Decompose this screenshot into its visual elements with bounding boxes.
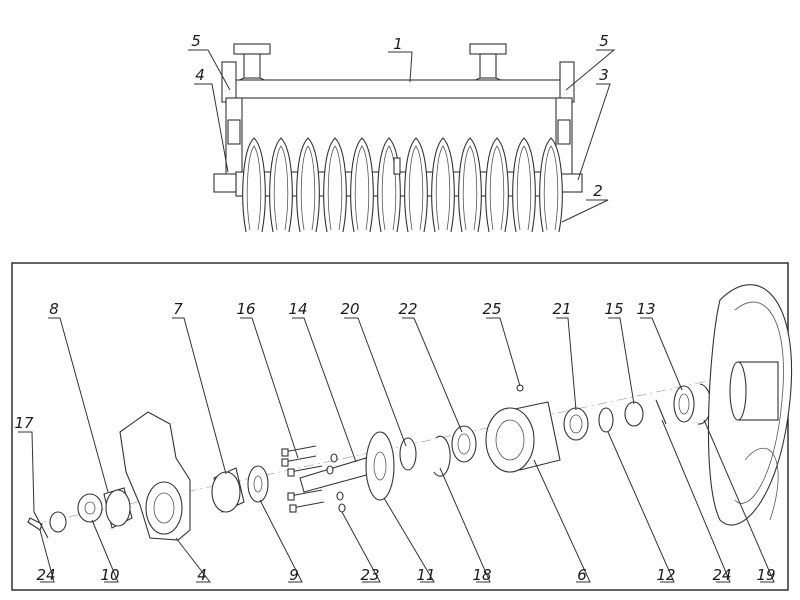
spiral-coil [242, 137, 266, 233]
spiral-coil [269, 137, 293, 233]
spiral-coil [377, 137, 401, 233]
part-13-cap [673, 385, 695, 423]
spiral-coil-inner [462, 145, 478, 231]
callout-4: 4 [195, 66, 205, 84]
callout-22: 22 [398, 300, 417, 318]
callout-18: 18 [472, 566, 491, 584]
part-7-cone-bushing [211, 467, 245, 513]
spiral-coil-inner [489, 145, 505, 231]
part-24-pin-right [655, 399, 667, 425]
part-10-washer [77, 493, 103, 523]
spiral-coil-inner [327, 145, 343, 231]
spiral-coil-inner [408, 145, 424, 231]
roller-end-coil [707, 284, 793, 526]
exploded-view: 8 7 16 14 20 22 25 21 15 13 17 24 10 4 9… [14, 284, 793, 584]
callout-3: 3 [599, 66, 609, 84]
part-4-bracket-arm [119, 411, 191, 541]
spiral-coil [458, 137, 482, 233]
callout-13: 13 [636, 300, 655, 318]
callout-8: 8 [49, 300, 59, 318]
part-8-bushing [103, 487, 133, 529]
exploded-view-frame [11, 262, 789, 591]
part-16-bolts [281, 445, 325, 513]
spiral-coil [512, 137, 536, 233]
part-castle-nut [49, 511, 67, 533]
exploded-leaders [18, 317, 775, 583]
spiral-coil-inner [543, 145, 559, 231]
side-arm-left [221, 61, 243, 189]
spiral-coil [485, 137, 509, 233]
callout-12: 12 [656, 566, 675, 584]
callout-10: 10 [100, 566, 119, 584]
callout-5-right: 5 [599, 32, 609, 50]
spiral-coil-inner [273, 145, 289, 231]
hub-left [213, 173, 237, 193]
callout-2: 2 [593, 182, 603, 200]
callout-11: 11 [416, 566, 435, 584]
part-15-castle-nut [624, 401, 644, 427]
part-22-bearing [451, 425, 477, 463]
callout-15: 15 [604, 300, 623, 318]
exploded-callouts: 8 7 16 14 20 22 25 21 15 13 17 24 10 4 9… [14, 300, 775, 584]
part-14-axle [299, 457, 371, 493]
callout-25: 25 [482, 300, 501, 318]
part-6-hub-housing [485, 401, 561, 473]
spiral-coil-inner [300, 145, 316, 231]
spiral-coil [323, 137, 347, 233]
callout-1: 1 [393, 35, 403, 53]
spiral-coil [296, 137, 320, 233]
callout-16: 16 [236, 300, 255, 318]
callout-24-left: 24 [36, 566, 55, 584]
spiral-coil [539, 137, 563, 233]
callout-19: 19 [756, 566, 775, 584]
part-21-bearing [563, 407, 589, 441]
spiral-coil-inner [381, 145, 397, 231]
spiral-roller [242, 137, 563, 233]
spiral-coil [431, 137, 455, 233]
spiral-coil-inner [435, 145, 451, 231]
part-9-washer [247, 465, 269, 503]
spiral-coil [350, 137, 374, 233]
callout-23: 23 [360, 566, 379, 584]
callout-9: 9 [289, 566, 299, 584]
part-11-flange [365, 431, 395, 501]
callout-4-exploded: 4 [197, 566, 207, 584]
frame-beam [227, 79, 573, 99]
spiral-coil-inner [516, 145, 532, 231]
part-18-circlip [433, 435, 451, 477]
callout-7: 7 [173, 300, 183, 318]
part-24-pin [33, 511, 49, 539]
part-12-washer [598, 407, 614, 433]
callout-21: 21 [552, 300, 571, 318]
spiral-coil [404, 137, 428, 233]
assembly-view: 1 2 3 4 5 5 [188, 32, 616, 233]
assembly-callouts: 1 2 3 4 5 5 [188, 32, 616, 223]
callout-17: 17 [14, 414, 34, 432]
spiral-coil-inner [354, 145, 370, 231]
callout-6: 6 [577, 566, 587, 584]
callout-5-left: 5 [191, 32, 201, 50]
callout-24-right: 24 [712, 566, 731, 584]
part-20-seal [399, 437, 417, 471]
callout-20: 20 [340, 300, 359, 318]
spiral-coil-inner [246, 145, 262, 231]
grease-fitting [393, 157, 401, 175]
callout-14: 14 [288, 300, 307, 318]
